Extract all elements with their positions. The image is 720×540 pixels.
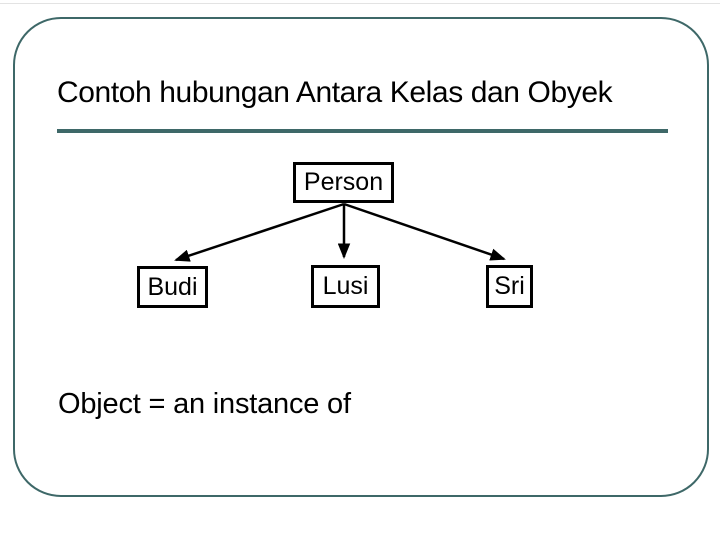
slide-title: Contoh hubungan Antara Kelas dan Obyek [57, 76, 613, 109]
slide-frame [13, 17, 709, 497]
class-node-person: Person [293, 162, 394, 203]
object-node-sri-label: Sri [494, 272, 525, 300]
object-node-lusi: Lusi [311, 265, 380, 308]
object-node-lusi-label: Lusi [322, 272, 369, 300]
top-hairline [0, 3, 720, 4]
object-node-budi: Budi [137, 266, 208, 308]
title-divider [57, 129, 668, 133]
object-node-budi-label: Budi [147, 272, 198, 301]
object-node-sri: Sri [486, 265, 533, 308]
class-node-person-label: Person [303, 168, 384, 196]
caption-text: Object = an instance of [58, 388, 351, 420]
